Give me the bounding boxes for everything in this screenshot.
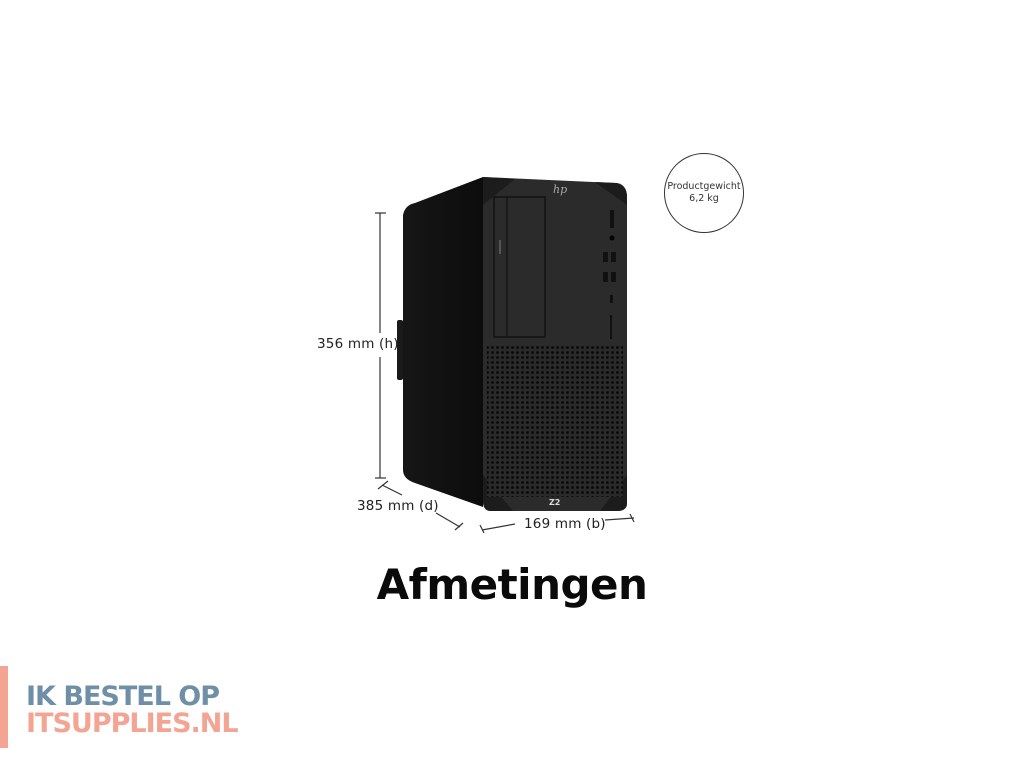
weight-label: Productgewicht [667, 181, 741, 192]
page-title: Afmetingen [376, 560, 648, 609]
depth-dimension-label: 385 mm (d) [357, 498, 439, 514]
logo-accent-bar [0, 666, 8, 748]
logo-line-2: ITSUPPLIES.NL [26, 708, 239, 739]
logo-line-1: IK BESTEL OP [26, 681, 220, 712]
width-dimension-label: 169 mm (b) [524, 516, 606, 532]
weight-value: 6,2 kg [689, 193, 719, 204]
product-weight-badge: Productgewicht 6,2 kg [664, 153, 744, 233]
svg-text:hp: hp [553, 183, 567, 196]
svg-text:Z2: Z2 [549, 498, 560, 507]
height-dimension-label: 356 mm (h) [317, 336, 399, 352]
workstation-tower-image: hp Z2 [397, 177, 627, 511]
